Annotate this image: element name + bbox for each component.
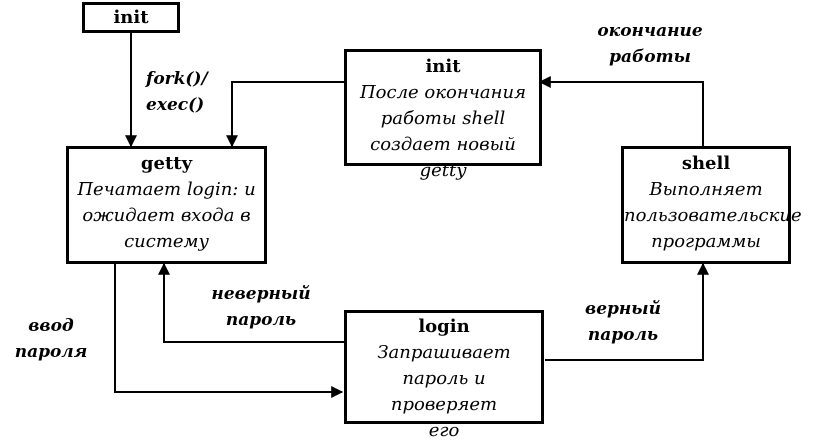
arrow-getty-to-login <box>114 262 344 398</box>
arrow-shell-to-init <box>538 76 704 146</box>
node-line: После окончания <box>359 82 527 103</box>
node-title: init <box>425 56 461 77</box>
label-line: неверный <box>211 284 311 304</box>
arrow-login-to-shell <box>545 262 709 361</box>
label-enter-password: ввод пароля <box>8 313 94 365</box>
node-line: создает новый getty <box>370 134 516 181</box>
node-title: login <box>418 316 470 337</box>
arrow-login-to-getty <box>158 262 345 343</box>
node-line: его <box>428 420 460 441</box>
label-line: пароль <box>587 325 659 345</box>
label-line: fork()/ <box>146 69 208 89</box>
label-line: пароль <box>225 310 297 330</box>
node-init-middle: init После окончания работы shell создае… <box>344 49 542 181</box>
node-title: shell <box>681 153 731 174</box>
label-end-work: окончание работы <box>595 18 705 70</box>
node-title: init <box>113 7 149 28</box>
node-shell: shell Выполняет пользовательские програм… <box>621 146 802 264</box>
label-wrong-password: неверный пароль <box>206 281 316 333</box>
node-line: программы <box>651 231 761 252</box>
label-line: верный <box>585 299 661 319</box>
node-login: login Запрашивает пароль и проверяет его <box>344 310 544 441</box>
node-line: систему <box>124 231 209 252</box>
arrow-init-mid-to-getty <box>226 81 345 148</box>
label-line: работы <box>609 47 691 67</box>
node-line: Выполняет <box>649 179 763 200</box>
label-line: пароля <box>14 342 88 362</box>
node-line: Запрашивает <box>377 342 511 363</box>
label-line: ввод <box>28 316 74 336</box>
node-init-top: init <box>82 2 180 33</box>
node-line: пользовательские <box>624 205 802 226</box>
connections <box>114 32 709 398</box>
label-line: окончание <box>597 21 703 41</box>
label-fork-exec: fork()/ exec() <box>146 66 208 118</box>
node-line: работы shell <box>380 108 506 129</box>
label-line: exec() <box>146 95 205 115</box>
label-right-password: верный пароль <box>568 296 678 348</box>
node-title: getty <box>140 153 193 174</box>
node-line: пароль и проверяет <box>390 368 498 415</box>
node-getty: getty Печатает login: и ожидает входа в … <box>66 146 267 264</box>
node-line: ожидает входа в <box>82 205 251 226</box>
node-line: Печатает login: и <box>77 179 256 200</box>
